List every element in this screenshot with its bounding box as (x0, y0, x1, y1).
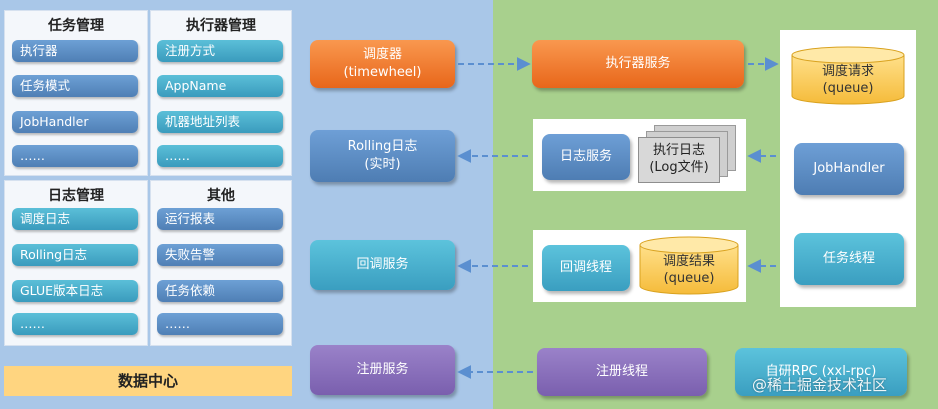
box-line: 调度器 (362, 47, 402, 63)
box-line: (timewheel) (343, 65, 422, 80)
panel-item: Rolling日志 (12, 244, 138, 266)
panel-item: 失败告警 (157, 244, 283, 266)
panel-item: …… (12, 313, 138, 335)
register-service-box: 注册服务 (310, 345, 455, 395)
callback-service-box: 回调服务 (310, 240, 455, 290)
box-line: Rolling日志 (347, 139, 418, 155)
panel-item: 执行器 (12, 40, 138, 62)
doc-line: 执行日志 (652, 143, 705, 159)
schedule-result-queue-icon (639, 236, 739, 295)
rolling-log-box: Rolling日志 (实时) (310, 130, 455, 182)
panel-item: 任务依赖 (157, 280, 283, 302)
exec-log-doc: 执行日志(Log文件) (638, 137, 720, 183)
schedule-request-queue-icon (791, 46, 905, 105)
panel-item: …… (157, 313, 283, 335)
panel-item: JobHandler (12, 111, 138, 133)
panel-item: 注册方式 (157, 40, 283, 62)
box-line: 调度请求 (821, 64, 874, 79)
rpc-box: 自研RPC (xxl-rpc) (735, 348, 907, 396)
panel-title: 执行器管理 (186, 18, 256, 34)
job-handler-box: JobHandler (794, 143, 904, 195)
panel-item: AppName (157, 75, 283, 97)
panel-item: 任务模式 (12, 75, 138, 97)
panel-item: GLUE版本日志 (12, 280, 138, 302)
schedule-request-label: 调度请求 (queue) (790, 64, 906, 98)
task-thread-box: 任务线程 (794, 233, 904, 285)
box-line: (queue) (663, 270, 715, 286)
panel-title: 日志管理 (48, 188, 104, 204)
panel-item: 调度日志 (12, 208, 138, 230)
panel-item: …… (157, 145, 283, 167)
box-line: (实时) (364, 157, 401, 172)
panel-item: …… (12, 145, 138, 167)
panel-item: 机器地址列表 (157, 111, 283, 133)
register-thread-box: 注册线程 (537, 348, 707, 396)
doc-line: (Log文件) (649, 160, 709, 175)
scheduler-box: 调度器 (timewheel) (310, 40, 455, 88)
schedule-result-label: 调度结果 (queue) (638, 254, 740, 288)
callback-thread-box: 回调线程 (542, 245, 630, 291)
panel-title: 其他 (207, 188, 235, 204)
panel-title: 任务管理 (48, 18, 104, 34)
panel-item: 运行报表 (157, 208, 283, 230)
executor-service-box: 执行器服务 (532, 40, 744, 88)
box-line: (queue) (822, 80, 874, 96)
data-center: 数据中心 (4, 366, 292, 396)
log-service-box: 日志服务 (542, 134, 630, 180)
watermark-text: @稀土掘金技术社区 (752, 376, 888, 394)
box-line: 调度结果 (662, 254, 715, 269)
